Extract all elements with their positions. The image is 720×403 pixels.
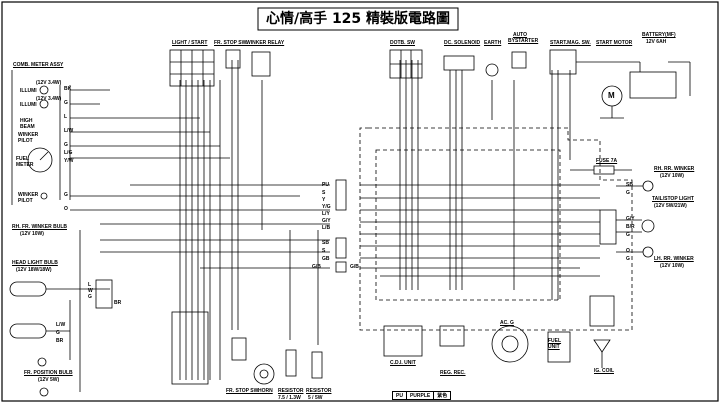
fuel-unit-label: FUEL UNIT (548, 338, 562, 350)
reg-rec-label: REG. REC. (440, 370, 466, 376)
wire-label: G/B (350, 264, 359, 270)
wire-label: BR (56, 338, 64, 344)
wire-label: S (322, 248, 326, 254)
resistor-1-spec: 7.5 / 1.3W (278, 395, 301, 401)
tail-stop-spec: (12V 5W/21W) (654, 203, 687, 209)
wire-label: BK (64, 86, 72, 92)
resistor-2-spec: 5 / 5W (308, 395, 323, 401)
diagram-title: 心情/高手 125 精裝版電路圖 (265, 11, 451, 27)
lh-rr-winker-label: LH. RR. WINKER (654, 256, 694, 262)
earth-label: EARTH (484, 40, 502, 46)
battery-spec-label: 12V 6AH (646, 39, 667, 45)
resistor-2-label: RESISTOR (306, 388, 332, 394)
start-motor-label: START MOTOR (596, 40, 633, 46)
legend-color-zh: 紫色 (433, 391, 452, 400)
light-start-label: LIGHT / START (172, 40, 208, 46)
wire-label: O (64, 206, 68, 212)
winker-pilot-top-label: WINKER PILOT (18, 132, 39, 144)
head-light-spec: (12V 18W/18W) (16, 267, 52, 273)
wire-label: G (64, 100, 68, 106)
wire-label: O (626, 248, 630, 254)
wire-label: G/Y (626, 216, 635, 222)
top-switch-blocks (169, 49, 577, 87)
start-mag-sw-label: START.MAG. SW. (550, 40, 591, 46)
fr-stop-sw-top-label: FR. STOP SW. (214, 40, 248, 46)
resistor-1-label: RESISTOR (278, 388, 304, 394)
rh-rr-winker-label: RH. RR. WINKER (654, 166, 695, 172)
rear-light-block (599, 180, 655, 258)
motor-m-label: M (608, 91, 615, 100)
vertical-wires (179, 60, 571, 380)
rh-fr-winker-label: RH. FR. WINKER BULB (12, 224, 67, 230)
harness-outline (359, 127, 633, 331)
fr-position-label: FR. POSITION BULB (24, 370, 73, 376)
cdi-unit-label: C.D.I. UNIT (390, 360, 416, 366)
winker-pilot-bottom-label: WINKER PILOT (18, 192, 39, 204)
wire-label: G (64, 192, 68, 198)
auto-bystarter-label: AUTO BYSTARTER (508, 32, 539, 44)
comb-meter-label: COMB. METER ASSY (13, 62, 64, 68)
meter-lamp-spec-1: (12V 3.4W) (36, 80, 62, 86)
bottom-units (171, 295, 615, 385)
wire-label: GB (322, 256, 330, 262)
wire-label: BR (114, 300, 122, 306)
legend-code: PU (392, 391, 407, 400)
dotb-sw-label: DOTB. SW (390, 40, 415, 46)
wire-label: SB (322, 240, 329, 246)
horn-label: HORN (258, 388, 273, 394)
wire-label: L/W (64, 128, 74, 134)
main-wires (70, 89, 600, 277)
high-beam-label: HIGH BEAM (20, 118, 35, 130)
wire-label: Y/G (322, 204, 331, 210)
fuse-symbol (570, 165, 632, 175)
ac-g-label: AC. G (500, 320, 514, 326)
legend-color-en: PURPLE (405, 391, 435, 400)
wire-label: L (88, 282, 92, 288)
wire-label: Y/W (64, 158, 74, 164)
fr-position-spec: (12V 5W) (38, 377, 60, 383)
tail-stop-light-label: TAIL/STOP LIGHT (652, 196, 694, 202)
middle-connectors (335, 179, 347, 273)
wire-label: L (64, 114, 68, 120)
wire-label: G (56, 330, 60, 336)
fuse-label: FUSE 7A (596, 158, 618, 164)
wire-label: G/Y (322, 218, 331, 224)
wire-label: B/R (626, 224, 635, 230)
wire-label: G/B (312, 264, 321, 270)
wire-label: S (322, 190, 326, 196)
color-legend-table: PU PURPLE 紫色 (392, 391, 452, 400)
wire-label: L/W (56, 322, 66, 328)
wire-label: G (88, 294, 92, 300)
wire-label: Y (322, 197, 326, 203)
wire-label: W (88, 288, 93, 294)
dc-solenoid-label: DC. SOLENOID (444, 40, 481, 46)
wire-label: PU (322, 182, 329, 188)
wire-label: G (626, 190, 630, 196)
winker-relay-label: WINKER RELAY (246, 40, 285, 46)
illumi-label-2: ILLUMI (20, 102, 37, 108)
ig-coil-label: IG. COIL (594, 368, 614, 374)
fr-stop-sw-bottom-label: FR. STOP SW. (226, 388, 260, 394)
illumi-label-1: ILLUMI (20, 88, 37, 94)
front-lights-block (9, 230, 113, 397)
wire-label: L/Y (322, 211, 330, 217)
table-row: PU PURPLE 紫色 (392, 391, 452, 400)
wire-label: G (626, 256, 630, 262)
wire-label: G (64, 142, 68, 148)
battery-label: BATTERY(MF) (642, 32, 676, 38)
wire-label: L/B (322, 225, 331, 231)
wire-label: G (626, 232, 630, 238)
rh-fr-winker-spec: (12V 10W) (20, 231, 44, 237)
lh-rr-winker-spec: (12V 10W) (660, 263, 684, 269)
motor-battery-block (576, 61, 691, 119)
title-box (257, 7, 459, 31)
rh-rr-winker-spec: (12V 10W) (660, 173, 684, 179)
wire-label: L/G (64, 150, 73, 156)
wire-label: SB (626, 182, 633, 188)
meter-lamp-spec-2: (12V 3.4W) (36, 96, 62, 102)
fuel-meter-label: FUEL METER (16, 156, 34, 168)
head-light-label: HEAD LIGHT BULB (12, 260, 58, 266)
